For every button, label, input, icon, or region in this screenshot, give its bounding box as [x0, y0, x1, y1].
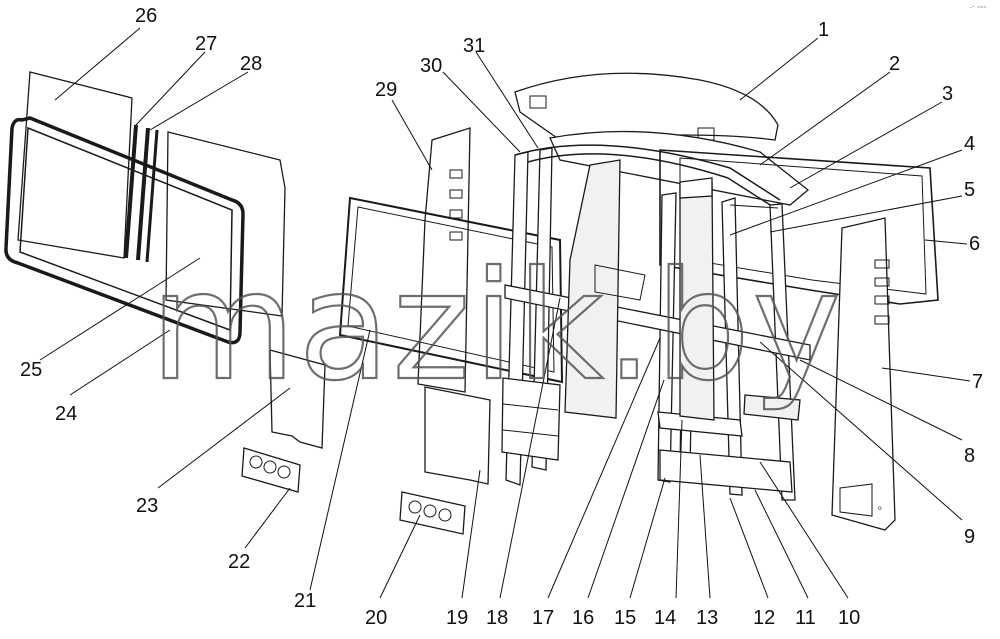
callout-25: 25 — [20, 359, 42, 381]
vent-grille-20 — [399, 491, 466, 535]
callout-17: 17 — [532, 607, 554, 629]
callout-9: 9 — [964, 526, 975, 548]
callout-7: 7 — [972, 371, 983, 393]
roof-1 — [514, 72, 779, 141]
vent-grille-22 — [241, 447, 301, 493]
callout-22: 22 — [228, 551, 250, 573]
callout-14: 14 — [654, 607, 676, 629]
callout-10: 10 — [838, 607, 860, 629]
callout-1: 1 — [818, 19, 829, 41]
callout-16: 16 — [572, 607, 594, 629]
cab-frame — [501, 144, 811, 501]
windshield-seal-frame-24 — [4, 116, 245, 345]
callout-2: 2 — [889, 53, 900, 75]
glass-pane-26 — [17, 71, 133, 259]
front-window-frame-21 — [338, 196, 564, 384]
pillar-trim-29 — [417, 127, 471, 393]
side-panel-7: o — [831, 217, 896, 531]
watermark-text: mazik.by — [150, 240, 843, 414]
callout-labels: 26 27 28 31 30 29 1 2 3 4 5 6 7 8 9 10 1… — [20, 5, 983, 629]
glass-pane-right — [165, 131, 286, 317]
callout-8: 8 — [964, 445, 975, 467]
callout-3: 3 — [942, 83, 953, 105]
callout-27: 27 — [195, 33, 217, 55]
roof-panel-3 — [549, 130, 810, 206]
callout-26: 26 — [135, 5, 157, 27]
callout-30: 30 — [420, 55, 442, 77]
callout-31: 31 — [463, 35, 485, 57]
callout-19: 19 — [446, 607, 468, 629]
callout-18: 18 — [486, 607, 508, 629]
callout-5: 5 — [964, 179, 975, 201]
callout-28: 28 — [240, 53, 262, 75]
callout-13: 13 — [696, 607, 718, 629]
callout-6: 6 — [969, 233, 980, 255]
callout-24: 24 — [55, 403, 77, 425]
leader-lines — [39, 27, 971, 599]
callout-29: 29 — [375, 79, 397, 101]
corner-mark: ‧⁻ ⁼⁼⁼ — [970, 5, 986, 12]
callout-11: 11 — [795, 607, 816, 629]
svg-text:o: o — [878, 505, 882, 512]
door-panel-19 — [424, 386, 491, 485]
callout-20: 20 — [365, 607, 387, 629]
callout-4: 4 — [964, 133, 975, 155]
callout-15: 15 — [614, 607, 636, 629]
seal-strips-27-28 — [124, 124, 159, 263]
callout-23: 23 — [136, 495, 158, 517]
callout-12: 12 — [753, 607, 775, 629]
callout-21: 21 — [294, 590, 316, 612]
panel-23 — [269, 349, 326, 449]
